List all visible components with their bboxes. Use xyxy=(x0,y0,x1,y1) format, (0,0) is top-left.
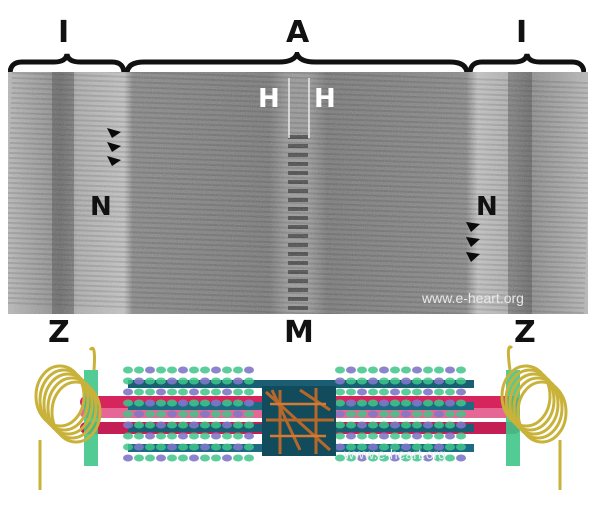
watermark-micrograph: www.e-heart.org xyxy=(422,290,524,306)
label-z-disc-left: Z xyxy=(48,315,70,350)
arrowheads-left xyxy=(107,128,121,166)
arrowheads-right xyxy=(466,222,480,262)
brace-i-left xyxy=(8,53,126,76)
electron-micrograph: H H N N www.e-heart.org xyxy=(8,72,588,314)
titin-coil-right xyxy=(500,345,568,490)
label-h-zone-left: H xyxy=(258,84,280,114)
label-i-band-right: I xyxy=(516,15,528,50)
label-a-band: A xyxy=(286,15,310,50)
label-m-line: M xyxy=(284,315,314,350)
brace-a xyxy=(124,52,470,76)
label-z-disc-right: Z xyxy=(514,315,536,350)
label-h-zone-right: H xyxy=(314,84,336,114)
brace-i-right xyxy=(468,53,586,76)
watermark-model: www.e-heart.org xyxy=(344,446,446,462)
myosin-crowns-right xyxy=(335,366,466,462)
titin-coil-left xyxy=(34,346,102,490)
m-line-proteins xyxy=(262,386,336,456)
label-n-line-left: N xyxy=(90,192,112,222)
label-i-band-left: I xyxy=(58,15,70,50)
sarcomere-model: www.e-heart.org xyxy=(0,340,600,500)
label-n-line-right: N xyxy=(476,192,498,222)
myosin-crowns-left xyxy=(123,366,254,462)
